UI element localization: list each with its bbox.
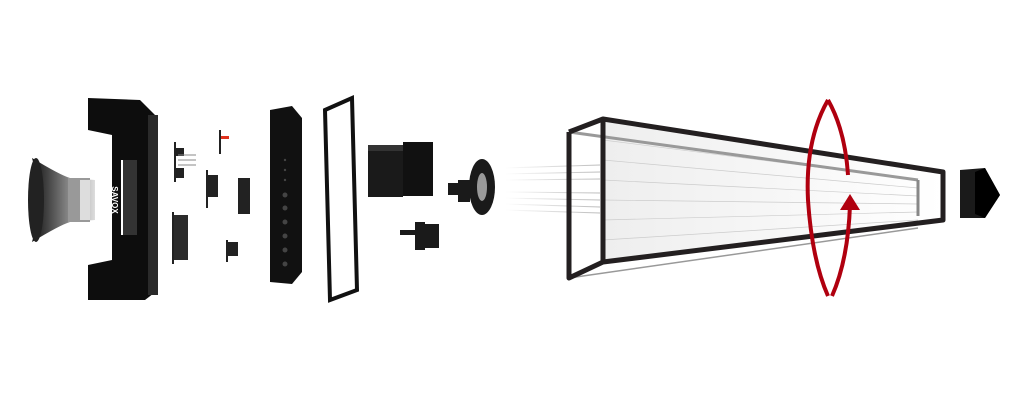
light-beam [504,164,601,214]
housing: SAVOX [88,98,158,300]
circuit-board [270,106,302,284]
eyepiece-lens [28,158,95,242]
end-cap [960,168,1000,218]
prism-tube [566,116,946,281]
display-frame [322,94,360,303]
red-contact [221,136,229,139]
connector-small [400,180,470,250]
lens-ring [469,159,495,215]
rotation-arrow-icon [805,99,860,297]
brand-label: SAVOX [110,186,119,214]
sensor-blocks [368,142,433,197]
internal-components [172,130,250,264]
